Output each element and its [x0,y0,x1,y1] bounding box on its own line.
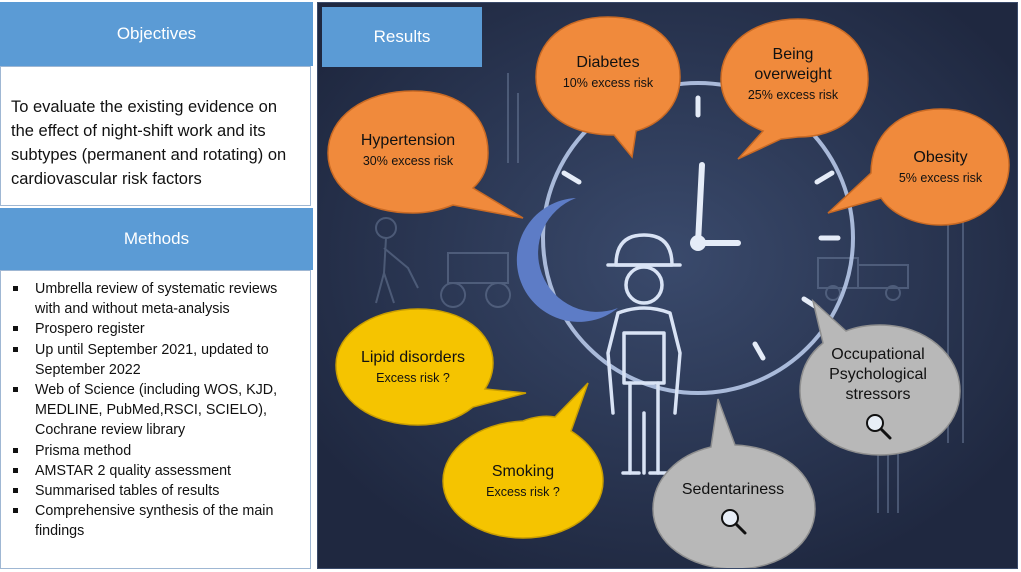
diabetes-title: Diabetes [576,53,640,71]
moon-icon [516,198,618,322]
sedentariness-bubble-shape [652,398,816,568]
hypertension-bubble-shape [327,90,524,219]
overweight-risk: 25% excess risk [747,87,839,102]
methods-list: Umbrella review of systematic reviews wi… [11,279,303,542]
methods-item: Up until September 2021, updated to Sept… [11,340,303,380]
obesity-bubble-shape [827,108,1010,226]
worker-icon [606,233,682,475]
magnifier-icon [721,509,747,535]
methods-header: Methods [0,208,313,270]
overweight-bubble: Being overweight 25% excess risk [713,9,873,169]
magnifier-icon [866,414,892,440]
psych-bubble-shape [799,298,961,456]
psych-title: Occupational Psychological stressors [829,346,927,403]
results-panel: Results Diabetes 10% excess risk Being o… [317,2,1018,569]
lipid-title: Lipid disorders [360,348,466,366]
diabetes-risk: 10% excess risk [562,75,654,90]
overweight-title: Being overweight [754,45,832,83]
obesity-title: Obesity [913,148,968,166]
diabetes-bubble-shape [535,16,681,159]
sedentariness-title: Sedentariness [681,481,785,498]
objectives-header: Objectives [0,2,313,66]
smoking-risk: Excess risk ? [486,484,560,499]
smoking-title: Smoking [491,462,555,480]
methods-item: Comprehensive synthesis of the main find… [11,501,303,541]
methods-header-label: Methods [123,229,190,248]
obesity-bubble: Obesity 5% excess risk [823,103,1017,233]
methods-item: Prisma method [11,441,303,461]
lipid-bubble: Lipid disorders Excess risk ? [328,303,528,433]
methods-item: Prospero register [11,319,303,339]
methods-item: Umbrella review of systematic reviews wi… [11,279,303,319]
methods-item: Web of Science (including WOS, KJD, MEDL… [11,380,303,441]
obesity-risk: 5% excess risk [898,170,983,185]
lipid-risk: Excess risk ? [376,370,450,385]
objectives-text: To evaluate the existing evidence on the… [11,98,287,188]
lipid-bubble-shape [335,308,527,426]
smoking-bubble-shape [442,382,604,539]
objectives-header-label: Objectives [116,24,197,43]
methods-item: AMSTAR 2 quality assessment [11,461,303,481]
methods-item: Summarised tables of results [11,481,303,501]
smoking-bubble: Smoking Excess risk ? [433,373,613,543]
diabetes-bubble: Diabetes 10% excess risk [528,7,688,167]
objectives-box: To evaluate the existing evidence on the… [0,66,311,206]
results-header: Results [322,7,482,67]
hypertension-risk: 30% excess risk [362,154,454,168]
hypertension-bubble: Hypertension 30% excess risk [318,83,528,233]
sedentariness-bubble: Sedentariness [643,393,823,568]
hypertension-title: Hypertension [360,132,456,149]
results-header-label: Results [373,27,431,46]
methods-box: Umbrella review of systematic reviews wi… [0,270,311,569]
overweight-bubble-shape [720,18,869,160]
psych-bubble: Occupational Psychological stressors [788,293,968,463]
